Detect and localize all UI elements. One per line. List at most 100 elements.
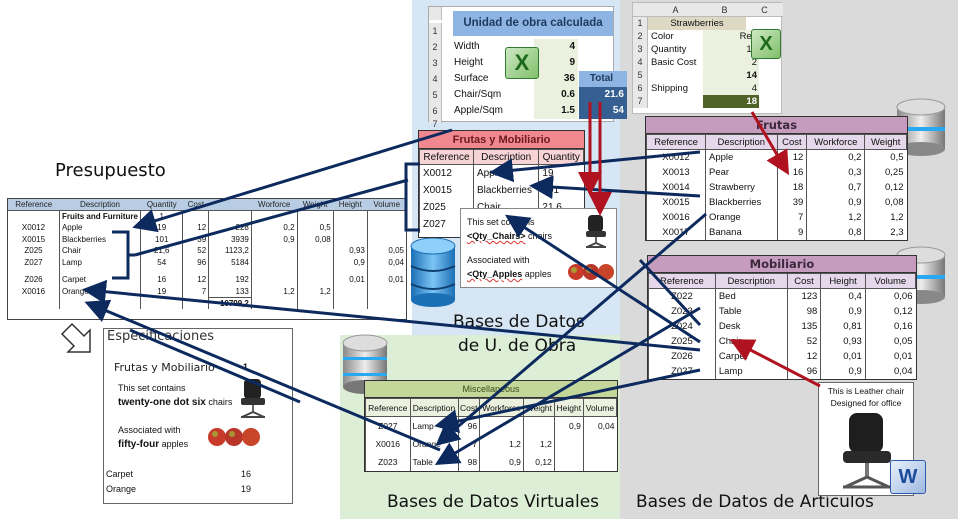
cell-desc: Blackberries [58,233,141,245]
row-value: 4 [534,39,578,55]
row-label: Width [454,41,480,52]
excel-icon: X [505,47,539,79]
spec-item-name: Orange [106,484,137,494]
table-cell: 101 [538,181,584,199]
cell-total: 5184 [208,256,252,268]
table-cell [553,434,584,453]
table-cell: 0,9 [820,303,866,319]
col-reference: Reference [648,273,716,289]
table-cell: 2,3 [864,224,907,240]
chairs-quantity-text: twenty-one dot six [118,397,206,408]
cell-total: 133 [208,285,252,297]
row-label: Surface [454,73,489,84]
doc-arrow-icon [60,320,106,360]
row-number: 3 [633,43,648,56]
col-cost: Cost [786,273,822,289]
table-cell: 0,01 [864,348,916,364]
misc-title: Miscellaneous [365,381,617,398]
cell-height: 0,01 [332,274,368,286]
especificaciones-document: Especificaciones Frutas y Mobiliario 1 T… [103,328,293,504]
table-cell: Lamp [714,363,788,379]
template-line-1: This set contains [467,217,535,227]
chair-description-note: This is Leather chair Designed for offic… [818,382,914,496]
col-cost: Cost [182,199,209,211]
grand-total: 10799,2 [208,296,252,309]
row-label: Height [454,57,483,68]
sheet-row: 14 [648,69,781,82]
col-total [208,199,252,211]
col-volume: Volume [864,273,917,289]
template-line-3: Associated with [467,255,530,265]
cell-cost: 96 [182,256,209,268]
row-number: 1 [429,23,442,39]
database-icon [408,236,458,310]
row-number: 1 [633,17,648,30]
spec-set-qty: 1 [243,362,249,372]
cell-total: 192 [208,274,252,286]
table-cell: Pear [705,164,778,180]
sheet-row: Width 4 [442,39,613,55]
table-cell: 96 [786,363,821,379]
row-value: 1.5 [534,103,578,119]
word-icon: W [890,460,926,494]
grand-total-row: 10799,2 [8,296,406,309]
presupuesto-title: Presupuesto [55,160,166,181]
table-cell: Apple [472,164,539,182]
cell-weight: 1,2 [296,285,334,297]
cell-desc: Orange [58,285,141,297]
cell-desc: Fruits and Furniture [58,210,141,222]
cell-total: 228 [208,222,252,234]
cell-desc: Carpet [58,274,141,286]
cell-desc: Apple [58,222,141,234]
cell-volume [366,210,406,222]
presupuesto-table: Reference Description Quantity Cost Worf… [7,198,407,320]
cell-workforce [250,210,298,222]
spacer-row [8,268,406,274]
table-cell: Blackberries [705,194,778,210]
cell-qty: 101 [139,233,183,245]
table-cell: 0,25 [864,164,907,180]
table-cell: 19 [538,164,584,182]
cell-cost: 12 [182,274,209,286]
table-cell: X0017 [646,224,706,240]
table-cell: 0,93 [820,333,866,349]
row-number: 5 [633,69,648,82]
cell-a: Color [651,31,674,42]
col-reference: Reference [419,149,474,165]
unidades-obra-label-1: Bases de Datos [453,312,585,332]
col-description: Description [472,149,540,165]
excel-icon: X [751,29,781,59]
table-cell: 0,05 [864,333,916,349]
table-cell: 0,9 [806,194,865,210]
table-cell: 98 [457,452,480,471]
table-cell: Strawberry [705,179,778,195]
row-value: 0.6 [534,87,578,103]
spec-item-qty: 19 [241,484,252,494]
table-cell [553,452,584,471]
table-cell: 0,04 [864,363,916,379]
table-cell [479,416,524,435]
table-cell: 1,2 [522,434,555,453]
table-cell: Z027 [648,363,716,379]
table-cell: 123 [786,288,821,304]
virtuales-label: Bases de Datos Virtuales [387,492,600,512]
table-cell: 0,01 [820,348,866,364]
cell-weight: 0,5 [296,222,334,234]
row-total: 21.6 [579,87,627,103]
table-cell: 0,7 [806,179,865,195]
table-cell [582,452,617,471]
table-cell: Z024 [648,318,716,334]
table-cell: Bed [714,288,788,304]
table-cell: 1,2 [864,209,907,225]
table-cell: 0,08 [864,194,907,210]
cell-height [332,222,368,234]
cell-volume: 0,04 [366,256,406,268]
